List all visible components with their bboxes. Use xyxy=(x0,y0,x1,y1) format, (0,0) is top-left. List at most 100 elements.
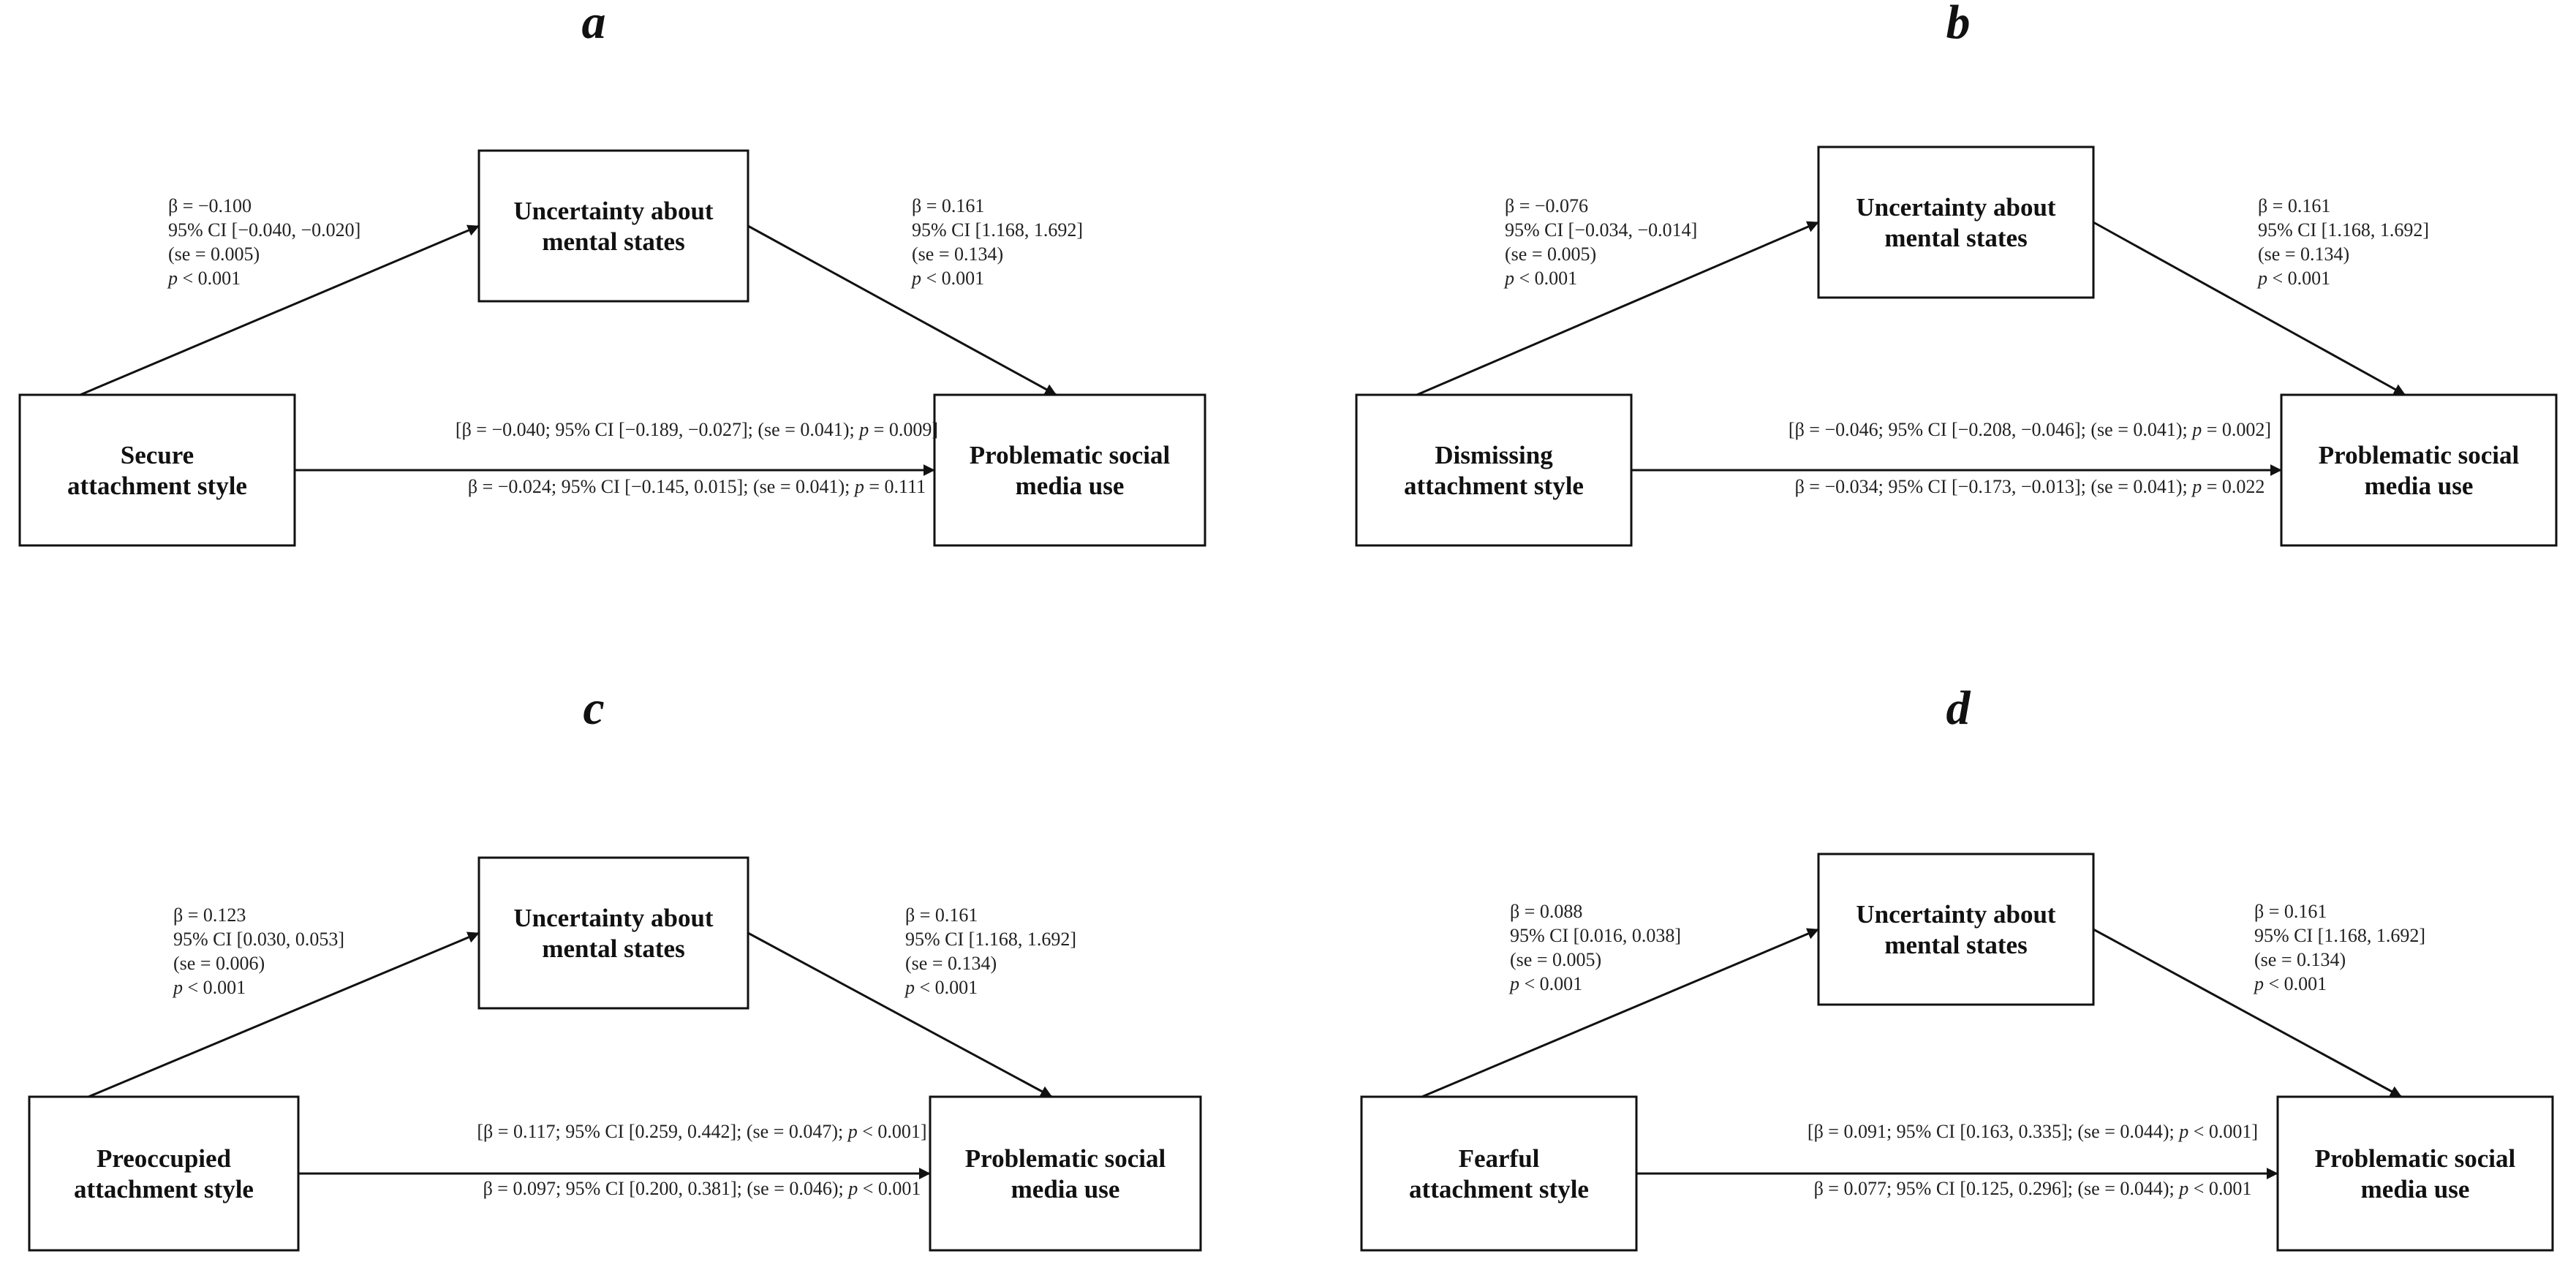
outcome-box-label-line: Problematic social xyxy=(970,441,1171,469)
outcome-box-label-line: media use xyxy=(2361,1175,2470,1203)
outcome-box-label-line: media use xyxy=(2365,472,2474,500)
p-symbol: p xyxy=(172,977,183,998)
path-b-arrow xyxy=(2093,221,2406,396)
path-b-stats-value: β = 0.161 xyxy=(2258,195,2330,216)
path-b-stats: β = 0.161 95% CI [1.168, 1.692] (se = 0.13… xyxy=(904,904,1076,998)
path-a-stats-value: 95% CI [−0.034, −0.014] xyxy=(1505,219,1697,241)
p-symbol: p xyxy=(2177,1121,2188,1142)
mediator-box-label-line: mental states xyxy=(1884,931,2027,959)
total-effect-label: [β = −0.046; 95% CI [−0.208, −0.046]; (s… xyxy=(1789,419,2271,440)
total-effect-label-pre: [β = 0.091; 95% CI [0.163, 0.335]; (se =… xyxy=(1808,1121,2179,1142)
path-a-stats-value: (se = 0.005) xyxy=(168,243,260,265)
panel-label: d xyxy=(1946,681,1971,735)
direct-effect-label: β = −0.034; 95% CI [−0.173, −0.013]; (se… xyxy=(1795,476,2265,497)
p-symbol: p xyxy=(1508,973,1519,994)
path-a-stats-line: (se = 0.005) xyxy=(1505,243,1596,265)
path-a-stats-line: (se = 0.005) xyxy=(1510,949,1601,970)
path-a-stats-value: (se = 0.005) xyxy=(1505,243,1596,265)
path-a-stats-line: p < 0.001 xyxy=(1503,268,1577,289)
predictor-box-label-line: attachment style xyxy=(1409,1175,1589,1203)
panel-label: a xyxy=(582,0,606,49)
mediator-box-label-line: Uncertainty about xyxy=(1856,900,2056,929)
mediator-box-border xyxy=(477,856,749,1010)
path-b-stats-value: < 0.001 xyxy=(2264,973,2327,994)
mediator-box-label-line: mental states xyxy=(542,934,684,963)
p-symbol: p xyxy=(853,476,864,497)
path-b-stats-value: 95% CI [1.168, 1.692] xyxy=(912,219,1083,241)
p-symbol: p xyxy=(2177,1178,2188,1199)
direct-effect-label: β = 0.077; 95% CI [0.125, 0.296]; (se = … xyxy=(1814,1178,2252,1199)
path-a-stats-line: p < 0.001 xyxy=(1508,973,1582,994)
path-b-arrow xyxy=(747,932,1053,1098)
path-b-stats-line: (se = 0.134) xyxy=(912,243,1003,265)
p-symbol: p xyxy=(2256,268,2267,289)
path-b-stats-value: (se = 0.134) xyxy=(2254,949,2346,970)
direct-effect-label-post: < 0.001 xyxy=(2188,1178,2251,1199)
mediator-box-border xyxy=(1817,146,2095,299)
mediator-box-label-line: Uncertainty about xyxy=(1856,193,2056,222)
p-symbol: p xyxy=(858,419,869,440)
p-symbol: p xyxy=(167,268,178,289)
path-a-stats-line: (se = 0.006) xyxy=(173,953,265,974)
total-effect-label: [β = −0.040; 95% CI [−0.189, −0.027]; (s… xyxy=(456,419,938,440)
p-symbol: p xyxy=(847,1121,858,1142)
path-b-stats-line: β = 0.161 xyxy=(2254,901,2327,922)
predictor-box-label-line: Dismissing xyxy=(1435,441,1553,469)
path-b-stats: β = 0.161 95% CI [1.168, 1.692](se = 0.13… xyxy=(2256,195,2429,289)
predictor-box-label-line: Secure xyxy=(121,441,194,469)
mediator-box-border xyxy=(477,149,749,303)
path-b-arrow xyxy=(747,224,1057,396)
predictor-box-label-line: Preoccupied xyxy=(97,1144,232,1173)
direct-effect-label-pre: β = −0.034; 95% CI [−0.173, −0.013]; (se… xyxy=(1795,476,2193,497)
path-b-stats-value: (se = 0.134) xyxy=(905,953,997,974)
mediator-box-label-line: mental states xyxy=(1884,224,2027,252)
outcome-box-border xyxy=(933,393,1206,547)
direct-effect-label: β = 0.097; 95% CI [0.200, 0.381]; (se = … xyxy=(483,1178,921,1199)
predictor-box-border xyxy=(1355,393,1633,547)
path-a-arrow xyxy=(80,224,480,396)
outcome-box-label-line: media use xyxy=(1016,472,1125,500)
path-b-stats-value: < 0.001 xyxy=(921,268,984,289)
path-b-stats-line: 95% CI [1.168, 1.692] xyxy=(905,929,1076,950)
path-b-stats-value: 95% CI [1.168, 1.692] xyxy=(905,929,1076,950)
predictor-box-border xyxy=(1360,1095,1638,1252)
path-a-arrow xyxy=(88,932,480,1098)
path-b-stats-line: 95% CI [1.168, 1.692] xyxy=(2258,219,2429,241)
path-a-stats-value: (se = 0.005) xyxy=(1510,949,1601,970)
path-b-stats-line: (se = 0.134) xyxy=(2258,243,2349,265)
path-b-stats-value: 95% CI [1.168, 1.692] xyxy=(2258,219,2429,241)
mediator-box-label-line: Uncertainty about xyxy=(513,197,714,225)
total-effect-label-pre: [β = −0.040; 95% CI [−0.189, −0.027]; (s… xyxy=(456,419,859,440)
path-b-stats-line: (se = 0.134) xyxy=(905,953,997,974)
total-effect-label: [β = 0.117; 95% CI [0.259, 0.442]; (se =… xyxy=(477,1121,926,1142)
total-effect-label-post: = 0.002] xyxy=(2202,419,2271,440)
path-b-stats-line: β = 0.161 xyxy=(905,904,978,926)
mediator-box-label-line: mental states xyxy=(542,227,684,256)
outcome-box-border xyxy=(2280,393,2558,547)
path-b-stats-line: p < 0.001 xyxy=(910,268,984,289)
direct-effect-label-pre: β = −0.024; 95% CI [−0.145, 0.015]; (se … xyxy=(468,476,855,497)
total-effect-label-post: < 0.001] xyxy=(858,1121,927,1142)
predictor-box-border xyxy=(18,393,296,547)
predictor-box-label-line: attachment style xyxy=(74,1175,254,1203)
predictor-box-border xyxy=(28,1095,300,1252)
path-a-stats-line: β = 0.123 xyxy=(173,904,246,926)
